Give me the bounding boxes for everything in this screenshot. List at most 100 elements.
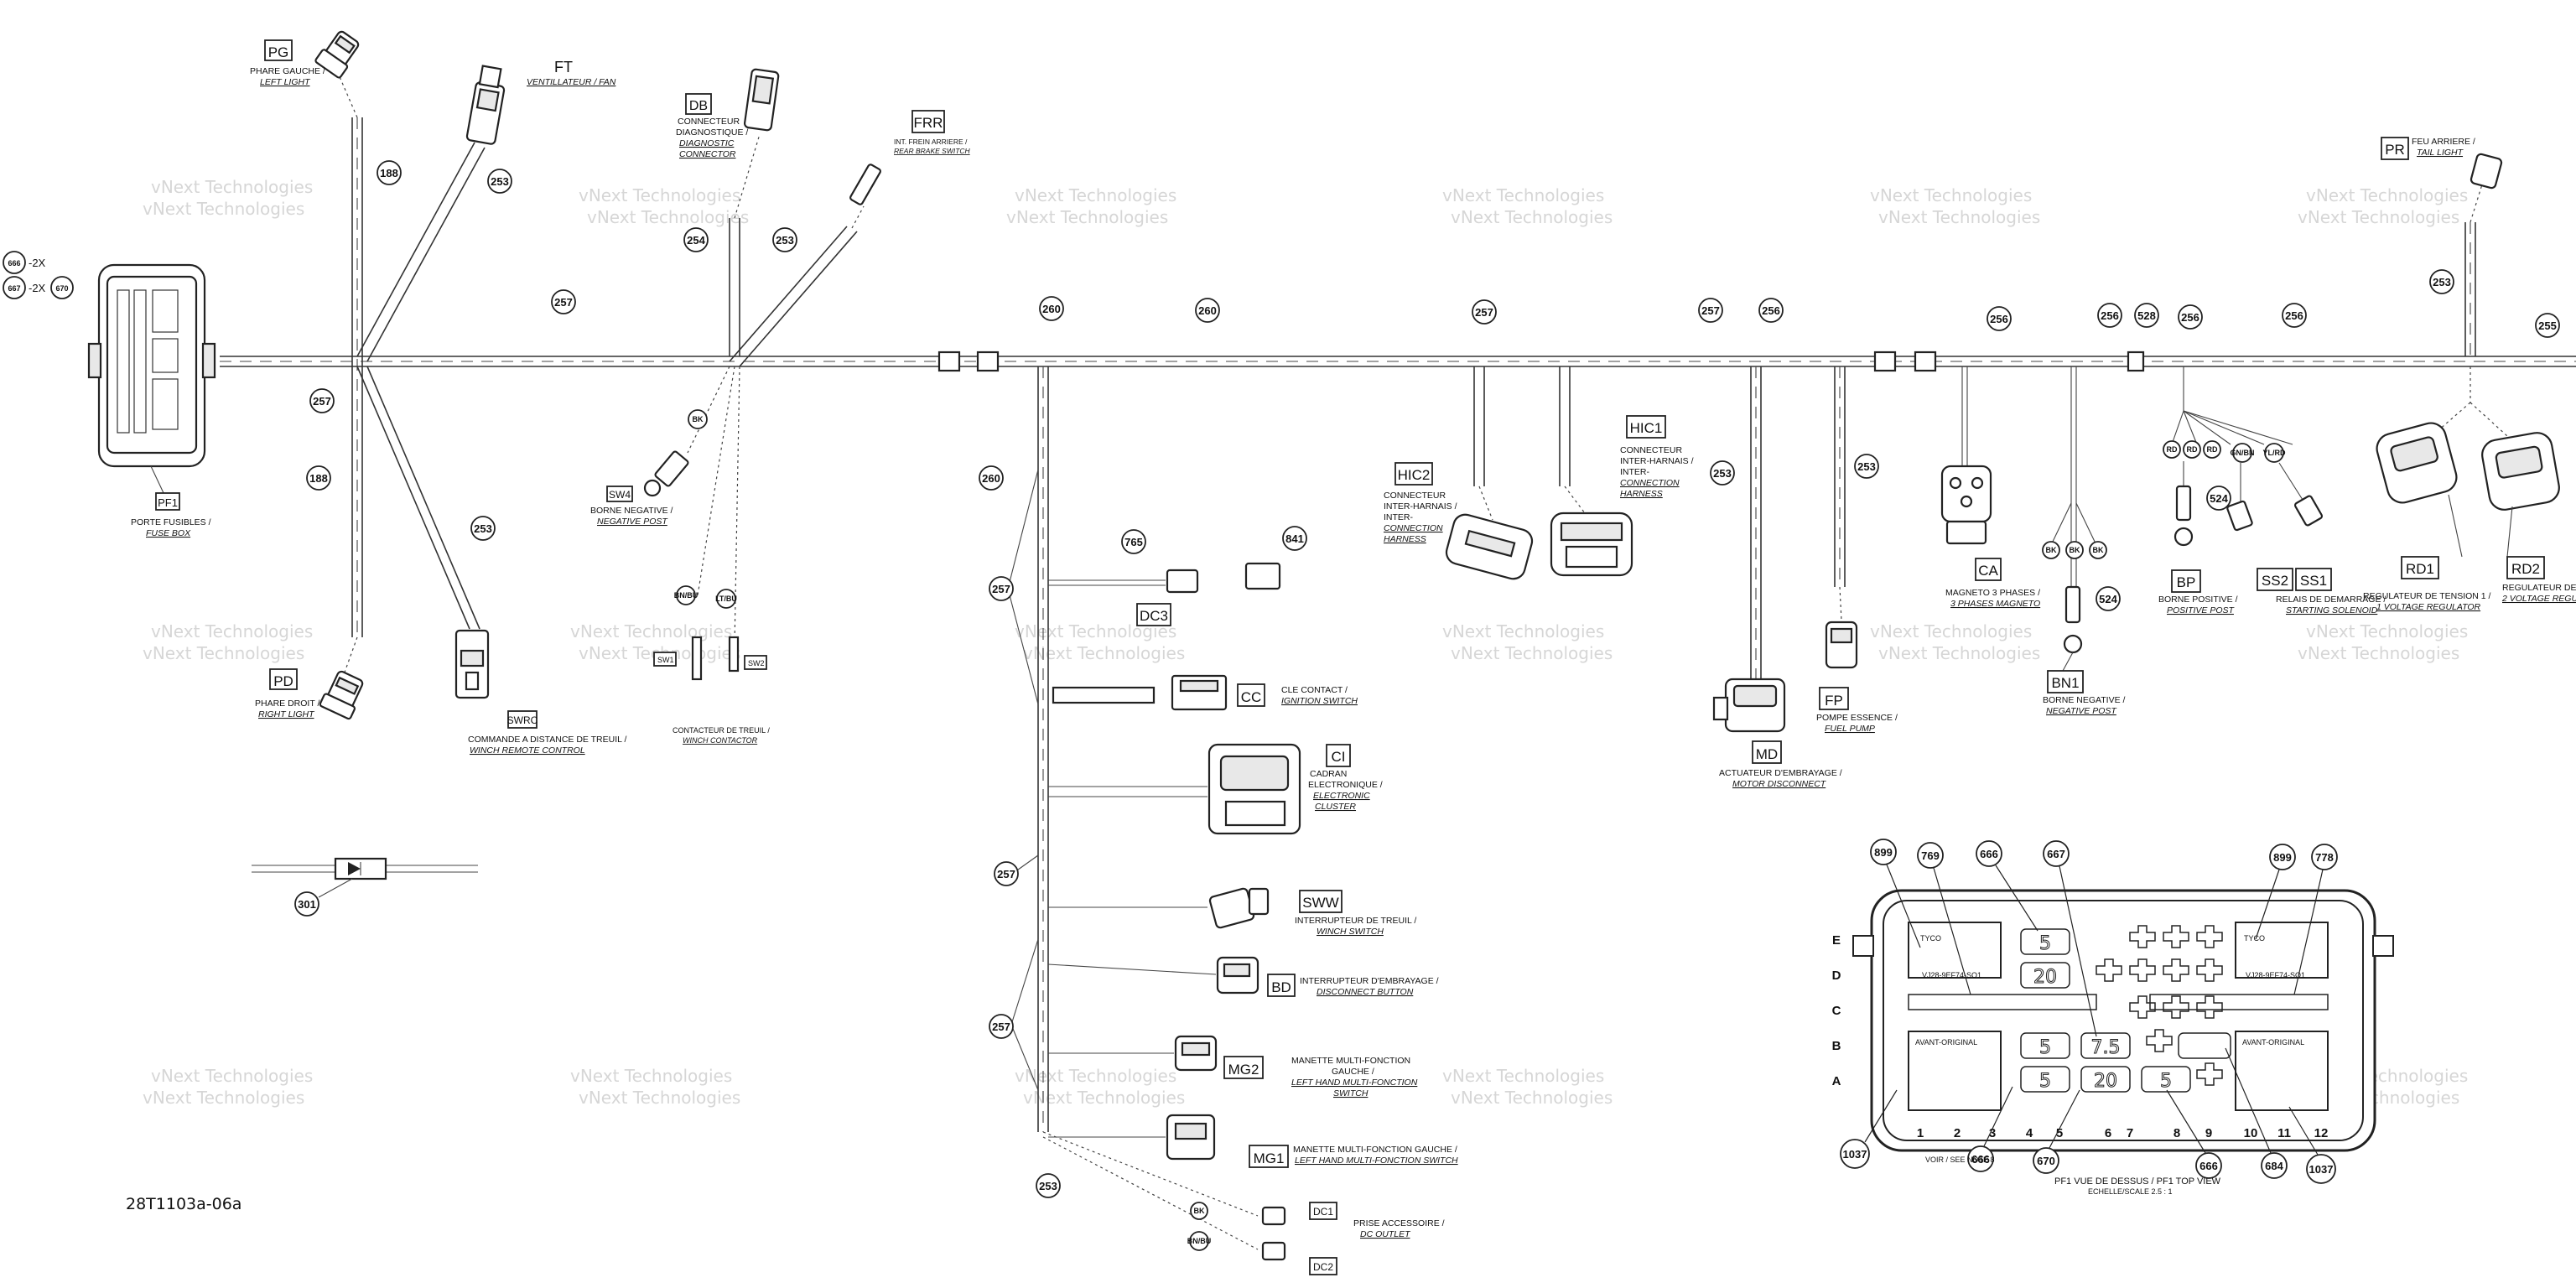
svg-text:vNext Technologies: vNext Technologies (1878, 643, 2040, 663)
svg-text:DIAGNOSTIC: DIAGNOSTIC (679, 138, 735, 148)
svg-text:DB: DB (689, 99, 708, 113)
svg-text:vNext Technologies: vNext Technologies (151, 621, 313, 641)
svg-text:vNext Technologies: vNext Technologies (1442, 621, 1604, 641)
svg-text:BK: BK (2046, 546, 2057, 554)
svg-text:REGULATEUR DE TENSION 1 /: REGULATEUR DE TENSION 1 / (2363, 591, 2491, 601)
svg-text:666: 666 (8, 259, 20, 267)
svg-text:2 VOLTAGE REGULAT: 2 VOLTAGE REGULAT (2501, 594, 2576, 604)
connector-pg: PG PHARE GAUCHE / LEFT LIGHT (250, 30, 360, 87)
svg-text:SWRC: SWRC (507, 714, 538, 726)
svg-text:HARNESS: HARNESS (1620, 489, 1663, 499)
svg-text:INTERRUPTEUR DE TREUIL /: INTERRUPTEUR DE TREUIL / (1295, 916, 1416, 926)
branch-ft: FT VENTILLATEUR / FAN (356, 59, 616, 362)
svg-text:260: 260 (1042, 303, 1061, 315)
svg-text:LEFT HAND MULTI-FONCTION SWITC: LEFT HAND MULTI-FONCTION SWITCH (1295, 1156, 1458, 1166)
svg-text:DC OUTLET: DC OUTLET (1360, 1229, 1411, 1239)
svg-text:CONNECTEUR: CONNECTEUR (1620, 445, 1683, 455)
svg-text:528: 528 (2137, 309, 2156, 322)
svg-text:253: 253 (776, 234, 794, 247)
svg-text:E: E (1832, 933, 1841, 948)
svg-text:C: C (1832, 1004, 1841, 1018)
svg-text:256: 256 (2101, 309, 2119, 322)
svg-text:9: 9 (2205, 1126, 2212, 1140)
svg-text:INTER-: INTER- (1620, 467, 1650, 477)
svg-text:vNext Technologies: vNext Technologies (151, 1066, 313, 1086)
svg-text:BN/BU: BN/BU (674, 591, 699, 600)
svg-text:POSITIVE POST: POSITIVE POST (2167, 605, 2236, 615)
svg-text:MG2: MG2 (1228, 1062, 1259, 1078)
svg-text:CLUSTER: CLUSTER (1315, 802, 1356, 812)
svg-text:COMMANDE A DISTANCE DE TREUIL: COMMANDE A DISTANCE DE TREUIL / (468, 735, 627, 745)
svg-text:ECHELLE/SCALE 2.5 : 1: ECHELLE/SCALE 2.5 : 1 (2088, 1187, 2173, 1196)
svg-text:257: 257 (554, 296, 573, 309)
svg-text:vNext Technologies: vNext Technologies (1023, 1088, 1185, 1108)
svg-text:257: 257 (992, 1021, 1010, 1033)
svg-text:ELECTRONIC: ELECTRONIC (1313, 791, 1370, 801)
watermarks: vNext Technologies vNext Technologies vN… (143, 177, 2468, 1108)
svg-text:MAGNETO 3 PHASES /: MAGNETO 3 PHASES / (1945, 588, 2040, 598)
svg-text:DC1: DC1 (1313, 1206, 1333, 1218)
svg-text:PF1 VUE DE DESSUS / PF1 TOP VI: PF1 VUE DE DESSUS / PF1 TOP VIEW (2054, 1176, 2221, 1187)
svg-text:670: 670 (2037, 1155, 2055, 1167)
svg-text:ELECTRONIQUE /: ELECTRONIQUE / (1308, 780, 1383, 790)
svg-text:REGULATEUR DE TENS: REGULATEUR DE TENS (2502, 583, 2576, 593)
svg-text:NEGATIVE POST: NEGATIVE POST (597, 517, 668, 527)
svg-text:20: 20 (2033, 967, 2057, 988)
svg-text:260: 260 (982, 472, 1000, 485)
svg-text:257: 257 (1701, 304, 1720, 317)
svg-text:vNext Technologies: vNext Technologies (2298, 207, 2459, 227)
svg-text:BN/BU: BN/BU (1187, 1237, 1212, 1245)
svg-text:GAUCHE /: GAUCHE / (1332, 1067, 1374, 1077)
svg-text:FRR: FRR (914, 115, 943, 131)
svg-text:INTER-HARNAIS /: INTER-HARNAIS / (1620, 456, 1694, 466)
svg-text:REAR BRAKE SWITCH: REAR BRAKE SWITCH (894, 147, 971, 155)
svg-text:899: 899 (1874, 846, 1893, 859)
svg-text:PD: PD (273, 673, 293, 689)
svg-text:CONNECTEUR: CONNECTEUR (678, 117, 740, 127)
svg-text:CA: CA (1978, 563, 1998, 579)
svg-text:BD: BD (1271, 979, 1291, 995)
svg-text:INTER-: INTER- (1384, 512, 1414, 522)
branch-pr-rd: PR FEU ARRIERE / TAIL LIGHT RD1 REGULATE… (2363, 137, 2576, 612)
svg-text:BP: BP (2177, 574, 2196, 590)
svg-text:DISCONNECT BUTTON: DISCONNECT BUTTON (1317, 987, 1414, 997)
svg-text:VJ28-9EF74-SO1: VJ28-9EF74-SO1 (1922, 971, 1981, 979)
svg-text:1037: 1037 (2309, 1163, 2334, 1176)
svg-text:vNext Technologies: vNext Technologies (587, 207, 749, 227)
svg-text:12: 12 (2314, 1126, 2329, 1140)
svg-text:11: 11 (2277, 1126, 2291, 1140)
svg-text:STARTING SOLENOID: STARTING SOLENOID (2286, 605, 2378, 615)
main-trunk (220, 351, 2576, 372)
svg-text:253: 253 (491, 175, 509, 188)
svg-text:INTERRUPTEUR D'EMBRAYAGE /: INTERRUPTEUR D'EMBRAYAGE / (1300, 976, 1439, 986)
svg-text:5: 5 (2039, 1037, 2051, 1058)
svg-text:vNext Technologies: vNext Technologies (151, 177, 313, 197)
svg-text:DC3: DC3 (1140, 608, 1168, 624)
svg-text:FT: FT (554, 59, 573, 75)
svg-text:AVANT-ORIGINAL: AVANT-ORIGINAL (2242, 1038, 2304, 1046)
svg-text:WINCH CONTACTOR: WINCH CONTACTOR (683, 736, 758, 745)
svg-text:SW4: SW4 (609, 489, 631, 501)
svg-text:BK: BK (1194, 1207, 1205, 1215)
svg-text:5: 5 (2056, 1126, 2063, 1140)
svg-text:253: 253 (474, 522, 492, 535)
svg-text:254: 254 (687, 234, 705, 247)
svg-text:vNext Technologies: vNext Technologies (143, 643, 304, 663)
trunk-clip (1873, 351, 1897, 372)
svg-text:1037: 1037 (1843, 1148, 1867, 1161)
svg-text:CONNECTION: CONNECTION (1384, 523, 1443, 533)
svg-text:vNext Technologies: vNext Technologies (1442, 185, 1604, 205)
svg-text:MD: MD (1756, 746, 1778, 762)
svg-text:CONNECTION: CONNECTION (1620, 478, 1680, 488)
svg-text:RD: RD (2207, 445, 2218, 454)
svg-text:vNext Technologies: vNext Technologies (2306, 621, 2468, 641)
svg-text:8: 8 (2174, 1126, 2180, 1140)
svg-text:POMPE ESSENCE /: POMPE ESSENCE / (1816, 713, 1898, 723)
svg-text:778: 778 (2315, 851, 2334, 864)
svg-text:BN1: BN1 (2051, 675, 2079, 691)
svg-text:PHARE GAUCHE /: PHARE GAUCHE / (250, 66, 325, 76)
svg-text:vNext Technologies: vNext Technologies (1006, 207, 1168, 227)
branch-db: DB CONNECTEUR DIAGNOSTIQUE / DIAGNOSTIC … (676, 68, 780, 356)
svg-text:253: 253 (1039, 1180, 1057, 1192)
svg-text:PF1: PF1 (158, 496, 178, 509)
